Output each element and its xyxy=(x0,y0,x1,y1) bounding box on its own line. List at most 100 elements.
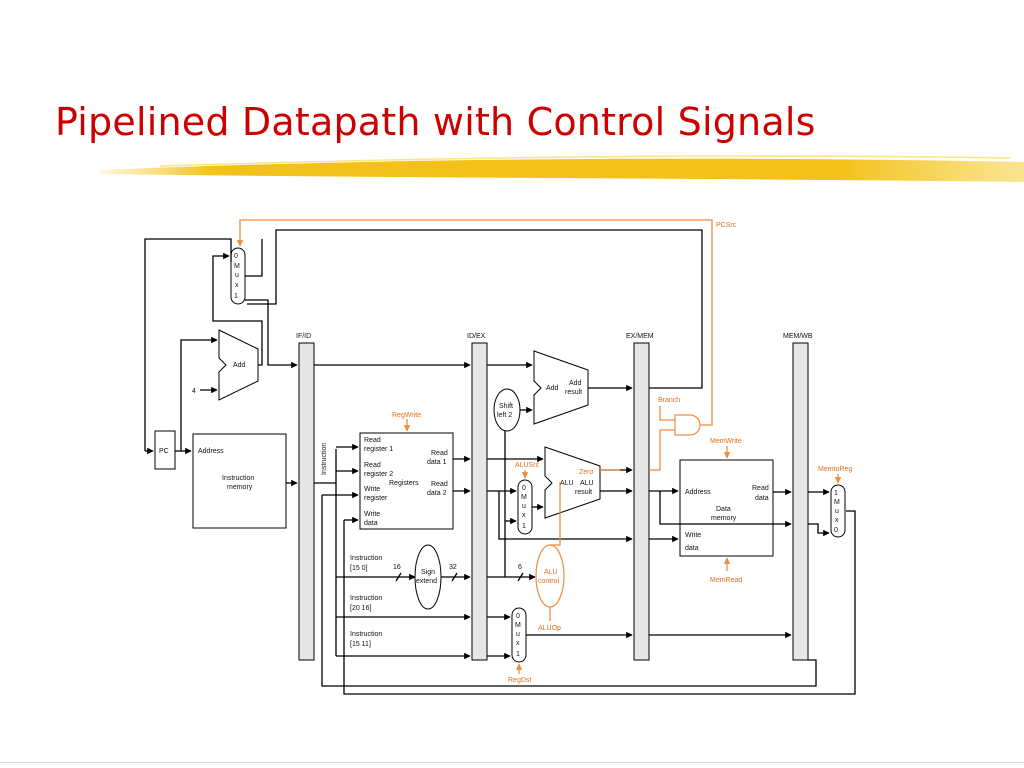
wd-l1: Write xyxy=(364,511,380,518)
instruction-field-labels: Instruction [15 0] Instruction [20 16] I… xyxy=(350,555,382,648)
imem-name-2: memory xyxy=(227,484,253,491)
branch-adder: Add Add result xyxy=(533,350,589,425)
regdst-mux: 0 M u x 1 xyxy=(511,607,527,663)
rd2-l1: Read xyxy=(431,481,448,488)
rd2-l2: data 2 xyxy=(427,490,447,497)
pc-mux-m: M xyxy=(234,263,240,270)
wb-mux-m: M xyxy=(834,499,840,506)
wire-alu-bypass xyxy=(659,491,792,528)
wr-l1: Write xyxy=(364,486,380,493)
wire-adder-to-ifid xyxy=(245,299,298,369)
rr2-l2: register 2 xyxy=(364,471,393,478)
field-20-16-l2: [20 16] xyxy=(350,605,371,612)
memwrite-label: MemWrite xyxy=(710,438,742,445)
instruction-memory: Address Instruction memory xyxy=(192,433,287,529)
imem-name-1: Instruction xyxy=(222,475,254,482)
footer-rule xyxy=(0,762,1024,763)
branch-result-l1: Add xyxy=(569,380,582,387)
branch-result-l2: result xyxy=(565,389,582,396)
field-15-0-l1: Instruction xyxy=(350,555,382,562)
imem-address-label: Address xyxy=(198,448,224,455)
alu-control-bits: 6 xyxy=(518,564,522,571)
instruction-bus-label: Instruction xyxy=(321,443,328,475)
regdst-label: RegDst xyxy=(508,677,531,684)
pc-adder-label: Add xyxy=(233,362,246,369)
data-memory: Address Read data Data memory Write data xyxy=(679,459,774,557)
alu-mux-1: 1 xyxy=(522,523,526,530)
branch-line xyxy=(659,406,675,421)
dmem-address-label: Address xyxy=(685,489,711,496)
branch-label: Branch xyxy=(658,397,680,404)
field-15-0-l2: [15 0] xyxy=(350,565,368,572)
register-file: Read register 1 Read register 2 Write re… xyxy=(359,432,454,530)
alu-control-l2: control xyxy=(538,578,559,585)
wire-branch-to-pc-mux xyxy=(247,229,703,389)
shift-left-2: Shift left 2 xyxy=(493,388,521,432)
branch-add-label: Add xyxy=(546,385,559,392)
dmem-read-l2: data xyxy=(755,495,769,502)
if-id-label: IF/ID xyxy=(296,333,311,340)
shift-l1: Shift xyxy=(499,403,513,410)
dmem-name-l2: memory xyxy=(711,515,737,522)
regdst-mux-x: x xyxy=(516,640,520,647)
pcsrc-line xyxy=(236,219,713,426)
alu-mux-u: u xyxy=(522,503,526,510)
rd1-l2: data 1 xyxy=(427,459,447,466)
dmem-write-l2: data xyxy=(685,545,699,552)
pc-mux-0: 0 xyxy=(234,253,238,260)
alu-result-l1: ALU xyxy=(580,480,594,487)
alu: ALU Zero ALU result xyxy=(544,446,601,519)
wire-pc-to-adder xyxy=(180,336,218,451)
rd1-l1: Read xyxy=(431,450,448,457)
wr-l2: register xyxy=(364,495,388,502)
pcsrc-label: PCSrc xyxy=(716,222,737,229)
pc-mux-x: x xyxy=(235,282,239,289)
alu-control: ALU control 6 xyxy=(518,544,565,608)
alu-result-l2: result xyxy=(575,489,592,496)
field-15-11-l1: Instruction xyxy=(350,631,382,638)
ex-mem-label: EX/MEM xyxy=(626,333,654,340)
alu-label: ALU xyxy=(560,480,574,487)
wire-pcplus4-to-mux xyxy=(212,252,263,366)
rr2-l1: Read xyxy=(364,462,381,469)
wire-mux-out xyxy=(245,239,263,277)
wb-mux-0: 0 xyxy=(834,527,838,534)
alu-mux-x: x xyxy=(522,512,526,519)
dmem-name-l1: Data xyxy=(716,506,731,513)
alu-control-l1: ALU xyxy=(544,569,558,576)
branch-and-gate xyxy=(674,414,701,436)
rr1-l1: Read xyxy=(364,437,381,444)
dmem-read-l1: Read xyxy=(752,485,769,492)
memread-label: MemRead xyxy=(710,577,742,584)
wb-mux-x: x xyxy=(835,517,839,524)
sign-in-bits: 16 xyxy=(393,564,401,571)
sign-l2: extend xyxy=(416,578,437,585)
pc-label: PC xyxy=(159,448,169,455)
pipeline-register-mem-wb: MEM/WB xyxy=(783,333,813,661)
alu-zero-label: Zero xyxy=(579,469,594,476)
field-20-16-l1: Instruction xyxy=(350,595,382,602)
regwrite-label: RegWrite xyxy=(392,412,421,419)
regdst-mux-u: u xyxy=(516,631,520,638)
aluop-label: ALUOp xyxy=(538,625,561,632)
regdst-mux-0: 0 xyxy=(516,613,520,620)
pc-mux: 0 M u x 1 xyxy=(230,247,246,305)
alu-mux-0: 0 xyxy=(522,485,526,492)
slide-title: Pipelined Datapath with Control Signals xyxy=(55,100,816,144)
wire-writeback-register-return xyxy=(321,495,817,687)
alu-control-to-alu xyxy=(550,482,561,546)
wire-rd2-to-exmem xyxy=(498,491,633,543)
zero-to-and xyxy=(649,429,675,471)
alu-mux-m: M xyxy=(521,494,527,501)
registers-name: Registers xyxy=(389,480,419,487)
pc-adder: Add xyxy=(218,329,259,401)
constant-four: 4 xyxy=(192,388,196,395)
wire-alu-to-wbmux xyxy=(808,523,830,537)
pc-mux-1: 1 xyxy=(234,293,238,300)
regdst-mux-1: 1 xyxy=(516,651,520,658)
dmem-write-l1: Write xyxy=(685,532,701,539)
memtoreg-label: MemtoReg xyxy=(818,466,852,473)
pipeline-register-id-ex: ID/EX xyxy=(467,333,488,661)
pc-register: PC xyxy=(154,430,176,470)
